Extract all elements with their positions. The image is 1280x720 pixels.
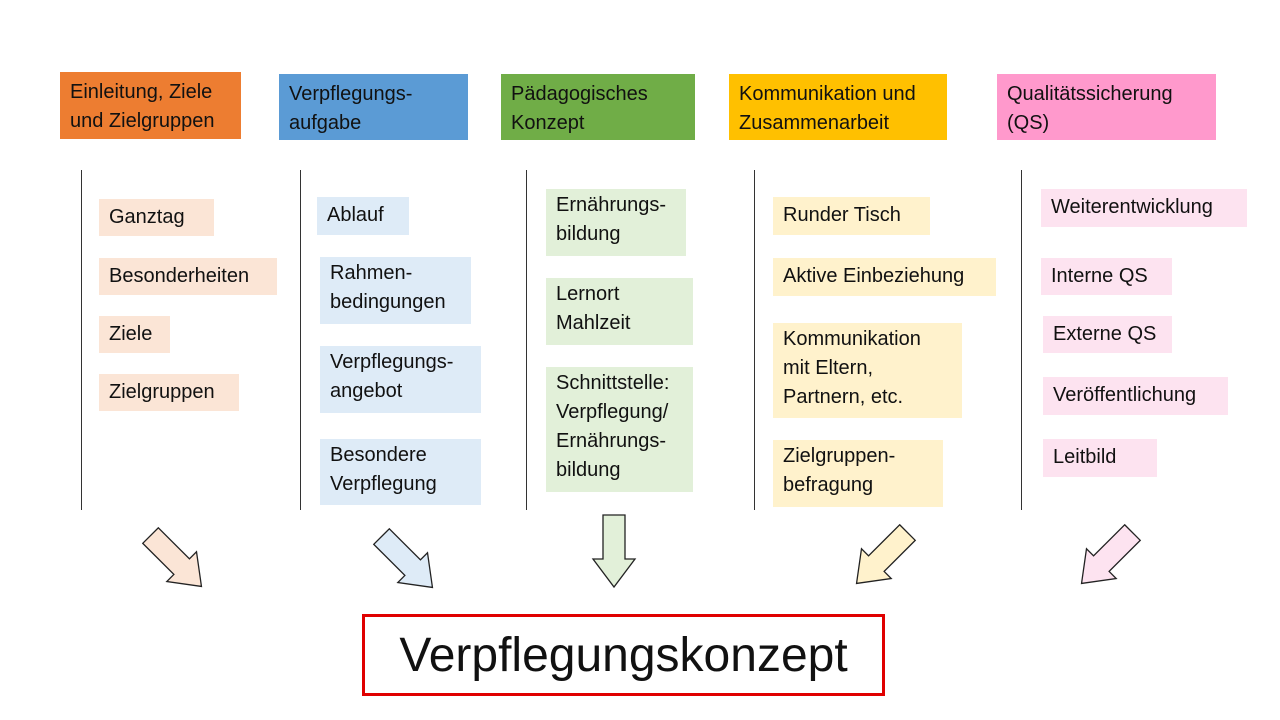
topic-item: Ziele <box>99 316 170 353</box>
topic-item: Interne QS <box>1041 258 1172 295</box>
column-divider <box>754 170 755 510</box>
topic-item: Besondere Verpflegung <box>320 439 481 505</box>
result-title: Verpflegungskonzept <box>399 628 848 682</box>
topic-item: Ernährungs- bildung <box>546 189 686 256</box>
topic-item: Runder Tisch <box>773 197 930 235</box>
arrow-icon <box>141 526 203 588</box>
topic-item: Veröffentlichung <box>1043 377 1228 415</box>
result-title-box: Verpflegungskonzept <box>362 614 885 696</box>
topic-item: Externe QS <box>1043 316 1172 353</box>
column-header: Qualitätssicherung (QS) <box>997 74 1216 140</box>
arrow-icon <box>855 523 917 585</box>
topic-item: Ganztag <box>99 199 214 236</box>
column-header: Einleitung, Ziele und Zielgruppen <box>60 72 241 139</box>
topic-item: Verpflegungs- angebot <box>320 346 481 413</box>
column-header: Pädagogisches Konzept <box>501 74 695 140</box>
column-header: Verpflegungs- aufgabe <box>279 74 468 140</box>
topic-item: Zielgruppen- befragung <box>773 440 943 507</box>
topic-item: Schnittstelle: Verpflegung/ Ernährungs- … <box>546 367 693 492</box>
topic-item: Ablauf <box>317 197 409 235</box>
arrow-icon <box>591 514 637 589</box>
topic-item: Rahmen- bedingungen <box>320 257 471 324</box>
topic-item: Zielgruppen <box>99 374 239 411</box>
arrow-icon <box>1080 523 1142 585</box>
topic-item: Kommunikation mit Eltern, Partnern, etc. <box>773 323 962 418</box>
topic-item: Lernort Mahlzeit <box>546 278 693 345</box>
column-divider <box>1021 170 1022 510</box>
topic-item: Weiterentwicklung <box>1041 189 1247 227</box>
column-divider <box>526 170 527 510</box>
column-divider <box>300 170 301 510</box>
column-divider <box>81 170 82 510</box>
column-header: Kommunikation und Zusammenarbeit <box>729 74 947 140</box>
topic-item: Aktive Einbeziehung <box>773 258 996 296</box>
topic-item: Leitbild <box>1043 439 1157 477</box>
topic-item: Besonderheiten <box>99 258 277 295</box>
arrow-icon <box>372 527 434 589</box>
